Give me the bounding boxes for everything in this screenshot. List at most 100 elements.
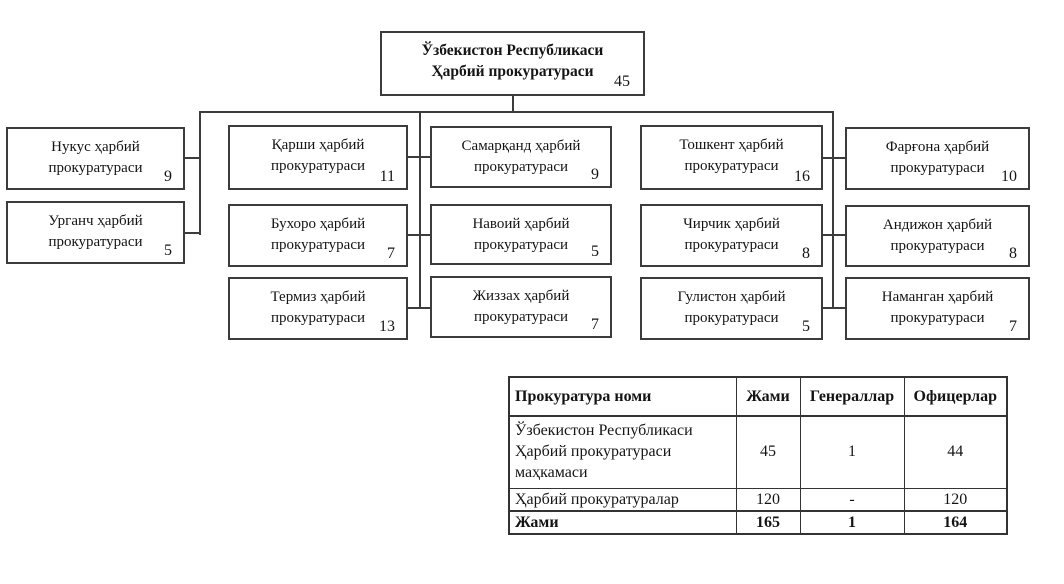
- staff-table-header-row: Прокуратура номи Жами Генераллар Офицерл…: [508, 376, 1008, 417]
- connector-cross-mid-row3: [408, 307, 431, 309]
- staff-table-cell-name: Ҳарбий прокуратуралар: [508, 488, 737, 512]
- org-box-navoiy: Навоий ҳарбий прокуратураси 5: [430, 204, 612, 265]
- org-box-andijon: Андижон ҳарбий прокуратураси 8: [845, 205, 1030, 267]
- org-box-name-line2: прокуратураси: [473, 309, 569, 325]
- org-box-name: Андижон ҳарбий прокуратураси: [847, 215, 1028, 257]
- staff-table-cell-total: 45: [735, 415, 801, 489]
- staff-table-header-generals: Генераллар: [799, 376, 905, 417]
- connector-stub-nukus: [185, 157, 201, 159]
- connector-vertical-left: [199, 111, 201, 235]
- connector-cross-mid-row2: [408, 234, 431, 236]
- staff-table-cell-officers: 164: [903, 510, 1008, 535]
- org-box-name: Урганч ҳарбий прокуратураси: [8, 211, 183, 253]
- connector-trunk: [199, 111, 834, 113]
- staff-table-row-total: Жами 165 1 164: [508, 510, 1008, 535]
- org-box-name: Жиззах ҳарбий прокуратураси: [432, 286, 610, 328]
- org-box-count: 5: [591, 243, 599, 260]
- org-box-buxoro: Бухоро ҳарбий прокуратураси 7: [228, 204, 408, 267]
- org-box-name-line2: прокуратураси: [684, 310, 779, 326]
- org-box-name-line1: Навоий ҳарбий: [472, 216, 570, 232]
- org-box-name: Тошкент ҳарбий прокуратураси: [642, 135, 821, 177]
- org-box-termiz: Термиз ҳарбий прокуратураси 13: [228, 277, 408, 340]
- org-box-toshkent: Тошкент ҳарбий прокуратураси 16: [640, 125, 823, 190]
- org-box-name-line2: прокуратураси: [684, 158, 779, 174]
- org-box-name-line2: прокуратураси: [270, 310, 366, 326]
- org-box-count: 13: [379, 318, 395, 335]
- org-box-name-line1: Наманган ҳарбий: [881, 289, 994, 305]
- org-box-name-line2: прокуратураси: [473, 159, 569, 175]
- org-box-name-line1: Андижон ҳарбий: [882, 217, 993, 233]
- connector-cross-right-row3: [823, 307, 846, 309]
- org-box-name: Самарқанд ҳарбий прокуратураси: [432, 136, 610, 178]
- org-box-root-count: 45: [614, 73, 630, 90]
- org-box-name-line2: прокуратураси: [48, 234, 143, 250]
- org-box-count: 7: [387, 245, 395, 262]
- connector-vertical-right: [832, 111, 834, 309]
- org-box-name-line1: Нукус ҳарбий: [51, 139, 140, 155]
- org-box-name-line2: прокуратураси: [270, 237, 366, 253]
- org-box-name-line1: Чирчик ҳарбий: [683, 216, 780, 232]
- org-box-root-line2: Ҳарбий прокуратураси: [431, 63, 594, 80]
- staff-table-cell-total: 120: [735, 488, 801, 512]
- org-box-name-line2: прокуратураси: [890, 160, 985, 176]
- org-box-name: Гулистон ҳарбий прокуратураси: [642, 287, 821, 329]
- connector-cross-mid-row1: [408, 156, 431, 158]
- org-box-count: 16: [794, 168, 810, 185]
- staff-table-cell-officers: 120: [903, 488, 1008, 512]
- org-box-name-line2: прокуратураси: [473, 237, 569, 253]
- staff-table-cell-name: Жами: [508, 510, 737, 535]
- org-box-name-line2: прокуратураси: [270, 158, 366, 174]
- org-box-count: 8: [802, 245, 810, 262]
- org-box-name-line1: Қарши ҳарбий: [271, 137, 365, 153]
- connector-cross-right-row2: [823, 234, 846, 236]
- org-box-name: Термиз ҳарбий прокуратураси: [230, 287, 406, 329]
- staff-table-header-officers: Офицерлар: [903, 376, 1008, 417]
- staff-table-cell-officers: 44: [903, 415, 1008, 489]
- staff-table-row-prosecutors: Ҳарбий прокуратуралар 120 - 120: [508, 488, 1008, 512]
- org-box-name-line1: Гулистон ҳарбий: [677, 289, 786, 305]
- org-box-name-line1: Жиззах ҳарбий: [472, 288, 570, 304]
- org-box-samarqand: Самарқанд ҳарбий прокуратураси 9: [430, 126, 612, 188]
- org-box-name-line2: прокуратураси: [48, 160, 143, 176]
- staff-table-row-apparatus: Ўзбекистон Республикаси Ҳарбий прокурату…: [508, 415, 1008, 489]
- org-box-name-line2: прокуратураси: [684, 237, 779, 253]
- org-box-nukus: Нукус ҳарбий прокуратураси 9: [6, 127, 185, 190]
- connector-root-stub: [512, 96, 514, 112]
- org-box-qarshi: Қарши ҳарбий прокуратураси 11: [228, 125, 408, 190]
- org-box-name-line1: Урганч ҳарбий: [48, 213, 143, 229]
- org-box-jizzax: Жиззах ҳарбий прокуратураси 7: [430, 276, 612, 338]
- staff-table-header-name: Прокуратура номи: [508, 376, 737, 417]
- org-box-guliston: Гулистон ҳарбий прокуратураси 5: [640, 277, 823, 340]
- org-box-name-line1: Тошкент ҳарбий: [679, 137, 784, 153]
- org-box-name: Қарши ҳарбий прокуратураси: [230, 135, 406, 177]
- staff-table-cell-generals: 1: [799, 510, 905, 535]
- org-box-count: 9: [164, 168, 172, 185]
- org-box-name: Чирчик ҳарбий прокуратураси: [642, 214, 821, 256]
- org-box-name: Бухоро ҳарбий прокуратураси: [230, 214, 406, 256]
- org-box-count: 11: [379, 168, 395, 185]
- org-box-count: 9: [591, 166, 599, 183]
- staff-table: Прокуратура номи Жами Генераллар Офицерл…: [508, 376, 1008, 535]
- org-box-count: 8: [1009, 245, 1017, 262]
- org-box-count: 5: [802, 318, 810, 335]
- org-box-name-line2: прокуратураси: [890, 238, 985, 254]
- org-box-root-line1: Ўзбекистон Республикаси: [421, 42, 604, 59]
- connector-stub-urganch: [185, 232, 201, 234]
- org-box-name-line2: прокуратураси: [890, 310, 985, 326]
- org-box-chirchiq: Чирчик ҳарбий прокуратураси 8: [640, 204, 823, 267]
- org-box-name-line1: Самарқанд ҳарбий: [461, 138, 581, 154]
- org-box-count: 7: [591, 316, 599, 333]
- staff-table-header-total: Жами: [735, 376, 801, 417]
- org-box-name: Наманган ҳарбий прокуратураси: [847, 287, 1028, 329]
- staff-table-cell-generals: -: [799, 488, 905, 512]
- staff-table-cell-total: 165: [735, 510, 801, 535]
- org-box-name-line1: Термиз ҳарбий: [270, 289, 366, 305]
- org-box-namangan: Наманган ҳарбий прокуратураси 7: [845, 277, 1030, 340]
- org-box-name-line1: Бухоро ҳарбий: [270, 216, 366, 232]
- org-box-count: 7: [1009, 318, 1017, 335]
